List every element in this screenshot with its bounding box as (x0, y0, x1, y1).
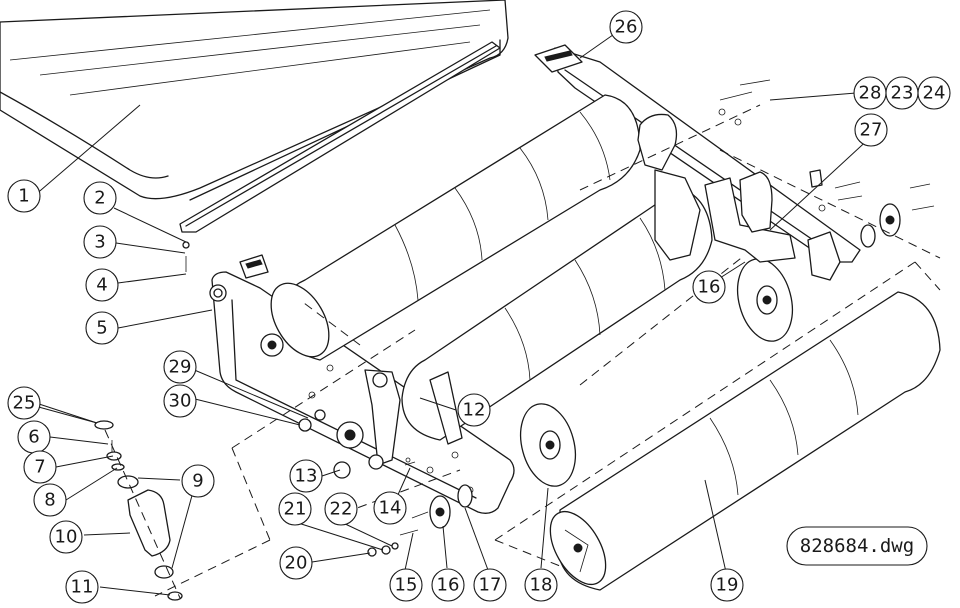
callout-10: 10 (49, 520, 83, 554)
callout-16-front: 16 (431, 568, 465, 602)
svg-text:9: 9 (192, 471, 203, 492)
svg-text:11: 11 (71, 577, 94, 598)
svg-text:23: 23 (891, 83, 914, 104)
pulley-18 (519, 403, 577, 487)
callout-28: 28 (853, 76, 887, 110)
callout-5: 5 (85, 311, 119, 345)
callout-30: 30 (163, 384, 197, 418)
callout-14: 14 (373, 491, 407, 525)
callout-15: 15 (389, 568, 423, 602)
svg-text:828684.dwg: 828684.dwg (800, 535, 914, 557)
callout-6: 6 (17, 420, 51, 454)
callout-20: 20 (279, 546, 313, 580)
svg-text:1: 1 (18, 186, 29, 207)
callout-26: 26 (609, 10, 643, 44)
belt-deck (0, 0, 509, 233)
file-name-tag: 828684.dwg (786, 526, 928, 566)
svg-text:7: 7 (34, 457, 45, 478)
svg-text:21: 21 (284, 499, 307, 520)
callout-24: 24 (917, 76, 951, 110)
callout-18: 18 (524, 568, 558, 602)
upper-roller (270, 94, 641, 361)
callout-27: 27 (854, 113, 888, 147)
svg-text:6: 6 (28, 427, 39, 448)
pulley-16-rear (736, 258, 794, 342)
svg-text:13: 13 (295, 466, 318, 487)
svg-text:14: 14 (379, 498, 402, 519)
svg-text:2: 2 (94, 188, 105, 209)
svg-text:25: 25 (13, 393, 36, 414)
svg-text:26: 26 (615, 17, 638, 38)
svg-text:22: 22 (330, 499, 353, 520)
callout-3: 3 (83, 225, 117, 259)
svg-text:8: 8 (44, 490, 55, 511)
svg-text:20: 20 (285, 553, 308, 574)
callout-8: 8 (33, 483, 67, 517)
callout-7: 7 (23, 450, 57, 484)
svg-text:28: 28 (859, 83, 882, 104)
callout-1: 1 (7, 179, 41, 213)
svg-text:16: 16 (437, 575, 460, 596)
svg-text:27: 27 (860, 120, 883, 141)
callout-4: 4 (85, 268, 119, 302)
svg-text:16: 16 (698, 277, 721, 298)
belt-guide-bracket (364, 369, 463, 470)
callout-22: 22 (324, 492, 358, 526)
svg-text:12: 12 (463, 400, 486, 421)
svg-text:30: 30 (169, 391, 192, 412)
callout-17: 17 (473, 568, 507, 602)
svg-text:29: 29 (169, 357, 192, 378)
callout-29: 29 (163, 350, 197, 384)
callout-21: 21 (278, 492, 312, 526)
svg-text:15: 15 (395, 575, 418, 596)
callout-16-rear: 16 (692, 270, 726, 304)
svg-text:3: 3 (94, 232, 105, 253)
hardware-rear (718, 79, 935, 248)
callout-12: 12 (457, 393, 491, 427)
callout-25: 25 (7, 386, 41, 420)
svg-text:19: 19 (716, 575, 739, 596)
front-hardware (94, 241, 473, 601)
roller-19 (549, 291, 941, 591)
callout-2: 2 (83, 181, 117, 215)
svg-text:18: 18 (530, 575, 553, 596)
svg-text:5: 5 (96, 318, 107, 339)
callout-19: 19 (710, 568, 744, 602)
callout-11: 11 (65, 570, 99, 604)
svg-text:10: 10 (55, 527, 78, 548)
callout-9: 9 (181, 464, 215, 498)
callout-23: 23 (885, 76, 919, 110)
svg-text:4: 4 (96, 275, 107, 296)
svg-text:17: 17 (479, 575, 502, 596)
svg-text:24: 24 (923, 83, 946, 104)
callout-13: 13 (289, 459, 323, 493)
motor-bracket (637, 113, 796, 263)
